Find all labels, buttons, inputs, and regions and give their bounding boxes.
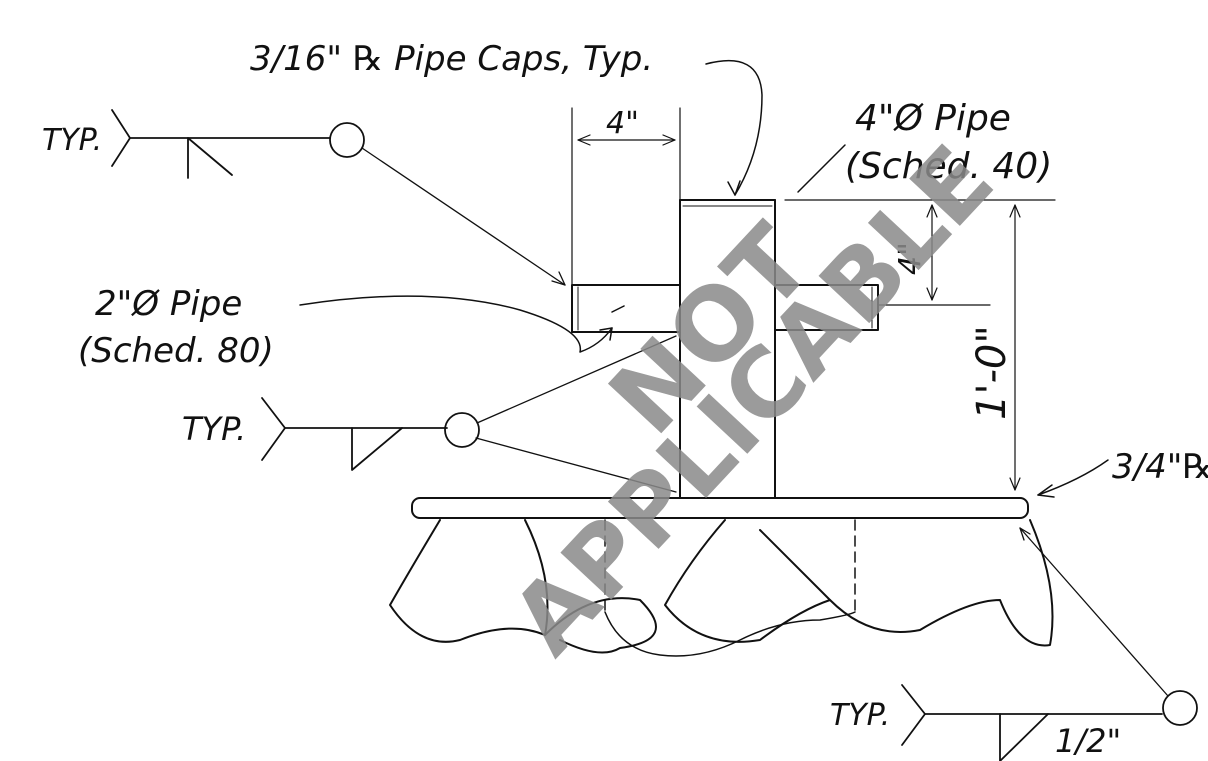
pipe-caps-label: 3/16" ℞ Pipe Caps, Typ. <box>250 39 653 79</box>
pipe-4in-label-line1: 4"Ø Pipe <box>855 98 1011 139</box>
pipe-4in-label-line2: (Sched. 40) <box>845 146 1052 187</box>
not-applicable-stamp: NOT APPLICABLE <box>491 125 1015 675</box>
horizontal-pipe-2in-right <box>774 284 879 331</box>
callout-base-plate: 3/4"℞ <box>1037 447 1208 498</box>
callout-pipe-caps: 3/16" ℞ Pipe Caps, Typ. <box>250 39 763 196</box>
pipe-2in-label-line1: 2"Ø Pipe <box>95 284 242 324</box>
dim-height: 1'-0" <box>784 199 1056 491</box>
base-plate <box>411 497 1029 519</box>
base-plate-label: 3/4"℞ <box>1112 447 1208 487</box>
cap-offset-dimension: 4" <box>893 242 928 275</box>
vertical-pipe-4in <box>679 199 776 499</box>
weld-top-typ-label: TYP. <box>42 123 102 158</box>
horizontal-pipe-2in-left <box>571 284 681 333</box>
callout-pipe-2in: 2"Ø Pipe (Sched. 80) <box>78 284 625 371</box>
dim-cap-width: 4" <box>571 106 681 286</box>
weld-symbol-top: TYP. <box>42 109 566 286</box>
weld-symbol-bottom: TYP. 1/2" <box>830 527 1198 761</box>
cap-width-dimension: 4" <box>606 106 639 141</box>
foundation-lobes <box>389 519 1054 657</box>
height-dimension: 1'-0" <box>969 325 1015 420</box>
weld-symbol-middle: TYP. <box>182 335 677 493</box>
callout-pipe-4in: 4"Ø Pipe (Sched. 40) <box>797 98 1052 193</box>
pipe-2in-label-line2: (Sched. 80) <box>78 331 274 371</box>
weld-mid-typ-label: TYP. <box>182 410 246 448</box>
weld-bottom-size-label: 1/2" <box>1055 722 1121 760</box>
dim-cap-offset: 4" <box>877 204 991 306</box>
weld-bottom-typ-label: TYP. <box>830 698 890 733</box>
